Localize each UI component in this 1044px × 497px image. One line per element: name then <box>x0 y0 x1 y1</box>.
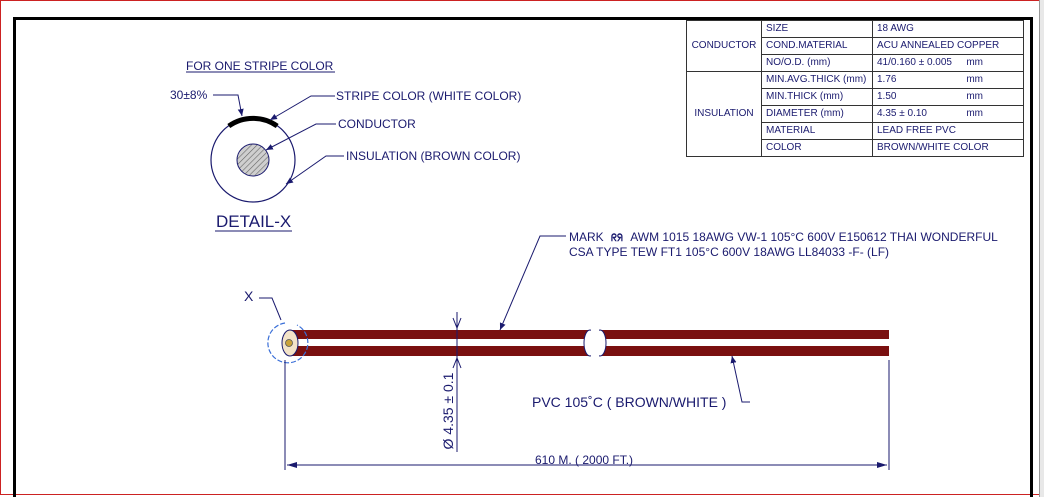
detail-title: DETAIL-X <box>216 212 292 231</box>
spec-prop: NO/O.D. (mm) <box>761 54 873 72</box>
diameter-label: Ø 4.35 ± 0.1 <box>440 372 456 450</box>
detail-x-marker: X <box>244 288 254 304</box>
diameter-arrow-bottom <box>452 356 462 369</box>
conductor-circle <box>236 143 270 177</box>
spec-value: 18 AWG <box>872 20 1024 38</box>
spec-prop: MIN.THICK (mm) <box>761 88 873 106</box>
marking-text-1: AWM 1015 18AWG VW-1 105°C 600V E150612 T… <box>630 230 998 244</box>
angle-leader <box>213 94 244 117</box>
spec-prop: MIN.AVG.THICK (mm) <box>761 71 873 89</box>
window-scrollbar[interactable] <box>1039 0 1044 497</box>
spec-row: CONDUCTOR SIZE 18 AWG <box>686 20 1024 72</box>
spec-value: BROWN/WHITE COLOR <box>872 139 1024 157</box>
spec-row: MATERIAL LEAD FREE PVC <box>687 122 1024 140</box>
conductor-label: CONDUCTOR <box>338 117 416 131</box>
spec-prop: DIAMETER (mm) <box>761 105 873 123</box>
insulation-leader <box>285 155 344 185</box>
spec-prop: SIZE <box>761 20 873 38</box>
conductor-leader <box>265 123 336 151</box>
stripe-color-label: STRIPE COLOR (WHITE COLOR) <box>336 89 522 103</box>
cable-left-stripe <box>290 339 592 346</box>
pvc-label: PVC 105˚C ( BROWN/WHITE ) <box>532 394 727 410</box>
ul-logo-icon: ᖇᖆ <box>611 233 623 244</box>
cable-end-conductor <box>285 339 293 347</box>
detail-x-leader <box>259 297 282 321</box>
insulation-group-cell: INSULATION <box>686 71 762 157</box>
break-gap <box>591 328 599 358</box>
spec-value: LEAD FREE PVC <box>872 122 1024 140</box>
conductor-group-cell: CONDUCTOR <box>686 20 762 72</box>
stripe-leader <box>269 95 335 121</box>
detail-heading: FOR ONE STRIPE COLOR <box>186 59 334 73</box>
drawing-sheet <box>13 17 1033 497</box>
cable-right-stripe <box>598 339 889 346</box>
stripe-arc <box>227 115 279 129</box>
spec-row: COLOR BROWN/WHITE COLOR <box>687 139 1024 157</box>
insulation-label: INSULATION (BROWN COLOR) <box>346 149 521 163</box>
cable-side-view <box>259 235 890 470</box>
length-arrow-right <box>877 462 887 468</box>
marking-leader <box>499 235 566 331</box>
pvc-leader <box>730 355 750 403</box>
spec-table: CONDUCTOR SIZE 18 AWG COND.MATERIAL ACU … <box>686 20 1024 157</box>
spec-prop: MATERIAL <box>761 122 873 140</box>
detail-cross-section <box>186 71 344 232</box>
stripe-angle-label: 30±8% <box>170 88 208 102</box>
spec-prop: COND.MATERIAL <box>761 37 873 55</box>
diameter-arrow-top <box>452 317 462 330</box>
spec-prop: COLOR <box>761 139 873 157</box>
marking-text-2: CSA TYPE TEW FT1 105°C 600V 18AWG LL8403… <box>569 245 890 259</box>
length-arrow-left <box>287 462 297 468</box>
marking-line-1: MARK ᖇᖆ AWM 1015 18AWG VW-1 105°C 600V E… <box>569 230 998 244</box>
length-label: 610 M. ( 2000 FT.) <box>535 453 634 467</box>
spec-value: ACU ANNEALED COPPER <box>872 37 1024 55</box>
marking-prefix: MARK <box>569 230 604 244</box>
